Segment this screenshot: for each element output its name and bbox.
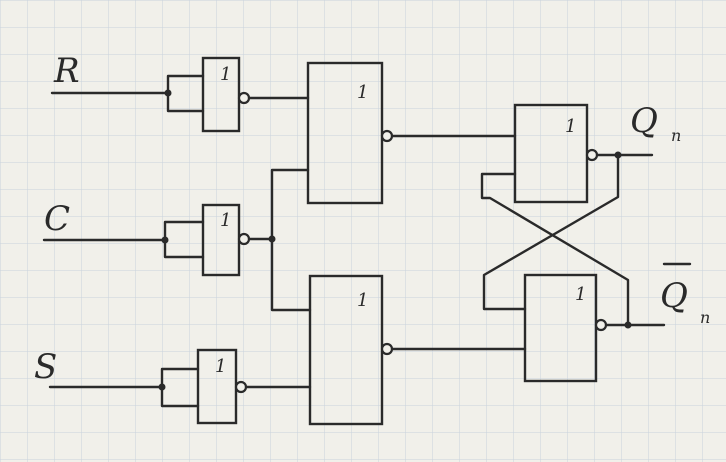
inverter-gate-r: 1	[164, 56, 251, 133]
nor-top-label: 1	[357, 82, 368, 103]
inverter-r-body	[201, 56, 241, 133]
inverter-c-bubble	[237, 232, 251, 246]
inverter-r-input-tie	[166, 74, 205, 113]
input-label-s: S	[34, 347, 57, 387]
output-label-q: Q	[630, 101, 658, 141]
inverter-c-label: 1	[220, 210, 231, 231]
inverter-r-bubble	[237, 91, 251, 105]
latch-gate-bottom: 1	[523, 273, 608, 383]
latch-bottom-bubble	[594, 318, 608, 332]
latch-top-label: 1	[565, 116, 576, 137]
nor-bottom-bubble	[380, 342, 394, 356]
output-label-q-subscript: n	[671, 126, 681, 145]
latch-bottom-label: 1	[575, 284, 586, 305]
nor-top-bubble	[380, 129, 394, 143]
inverter-s-bubble	[234, 380, 248, 394]
junction-dot	[161, 236, 169, 244]
feedback-q-to-latch-bottom	[482, 153, 620, 311]
inverter-gate-c: 1	[161, 203, 251, 277]
junction-dot	[158, 383, 166, 391]
inverter-s-input-tie	[160, 367, 200, 408]
latch-top-bubble	[585, 148, 599, 162]
inverter-r-label: 1	[220, 64, 231, 85]
junction-dot	[164, 89, 172, 97]
latch-gate-top: 1	[513, 103, 599, 204]
nor-gate-top: 1	[306, 61, 394, 205]
nor-bottom-label: 1	[357, 290, 368, 311]
output-label-qbar-subscript: n	[700, 308, 710, 327]
inverter-c-input-tie	[163, 220, 205, 259]
feedback-qbar-to-latch-top	[480, 172, 630, 327]
output-label-qbar: Q	[660, 276, 688, 316]
inverter-gate-s: 1	[158, 348, 248, 425]
input-label-r: R	[53, 51, 80, 91]
input-label-c: C	[44, 199, 70, 239]
wire-c-to-nor-bottom	[270, 237, 312, 312]
wire-c-to-nor-top	[270, 168, 310, 241]
inverter-s-label: 1	[215, 356, 226, 377]
nor-gate-bottom: 1	[308, 274, 394, 426]
